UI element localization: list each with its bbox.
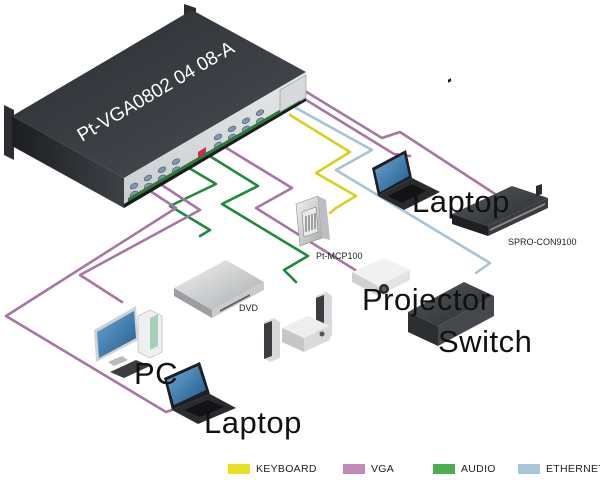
vga-port	[171, 158, 181, 165]
legend-swatch-audio	[433, 464, 455, 474]
legend-label-audio: AUDIO	[461, 463, 496, 475]
vga-port	[129, 182, 139, 190]
cables	[4, 86, 514, 414]
ethernet-cable	[294, 106, 492, 275]
projector-device[interactable]	[352, 258, 410, 296]
laptop-bottom-device[interactable]	[164, 362, 236, 424]
audio-system-device[interactable]	[264, 292, 332, 362]
legend-item-keyboard: KEYBOARD	[228, 462, 317, 476]
legend-swatch-keyboard	[228, 464, 250, 474]
audio-cable-dvd	[168, 156, 218, 238]
vga-port	[143, 174, 153, 182]
legend-label-ethernet: ETHERNET	[546, 463, 600, 475]
audio-terminal-strip	[128, 98, 300, 202]
legend-item-vga: VGA	[343, 462, 394, 476]
rack-ear-left	[4, 105, 14, 160]
cable-legend: KEYBOARD VGA AUDIO ETHERNET	[228, 462, 600, 476]
audio-cable-speakers	[198, 148, 310, 284]
legend-label-keyboard: KEYBOARD	[256, 463, 317, 475]
ethernet-switch-device[interactable]	[408, 78, 494, 346]
vga-port	[241, 117, 251, 125]
vga-cable-spro	[298, 86, 514, 207]
vga-port	[227, 125, 237, 133]
legend-item-ethernet: ETHERNET	[518, 462, 600, 476]
label-projector: Projector	[362, 282, 491, 317]
label-laptop-bottom: Laptop	[204, 405, 302, 440]
laptop-screen	[375, 154, 409, 192]
legend-item-audio: AUDIO	[433, 462, 496, 476]
dvd-player-device[interactable]	[174, 260, 264, 318]
label-pc: PC	[134, 356, 179, 391]
vga-port	[255, 109, 265, 116]
control-port-block	[279, 74, 307, 113]
front-base-strip	[124, 98, 306, 208]
spro-con9100-device[interactable]	[452, 184, 548, 236]
label-laptop-top: Laptop	[412, 184, 510, 219]
pc-device[interactable]	[94, 306, 163, 378]
legend-swatch-vga	[343, 464, 365, 474]
label-dvd: DVD	[239, 303, 259, 313]
pt-mcp100-device[interactable]	[295, 195, 330, 247]
vga-port	[213, 133, 223, 141]
vga-port	[157, 166, 167, 174]
label-switch: Switch	[438, 324, 533, 359]
status-indicator	[198, 147, 206, 158]
matrix-switcher-device[interactable]: Pt-VGA0802 04 08-A	[4, 4, 307, 208]
label-pt-mcp100: Pt-MCP100	[316, 251, 363, 261]
laptop-top-device[interactable]	[372, 150, 440, 210]
vga-cable-laptop-top	[296, 93, 412, 158]
label-spro-con9100: SPRO-CON9100	[508, 237, 577, 247]
vga-cable-laptop-bottom	[4, 181, 178, 414]
legend-swatch-ethernet	[518, 464, 540, 474]
device-side	[12, 116, 124, 208]
device-top	[12, 10, 306, 178]
keyboard-cable	[288, 113, 358, 215]
legend-label-vga: VGA	[371, 463, 395, 475]
vga-cable-pc	[78, 174, 202, 304]
